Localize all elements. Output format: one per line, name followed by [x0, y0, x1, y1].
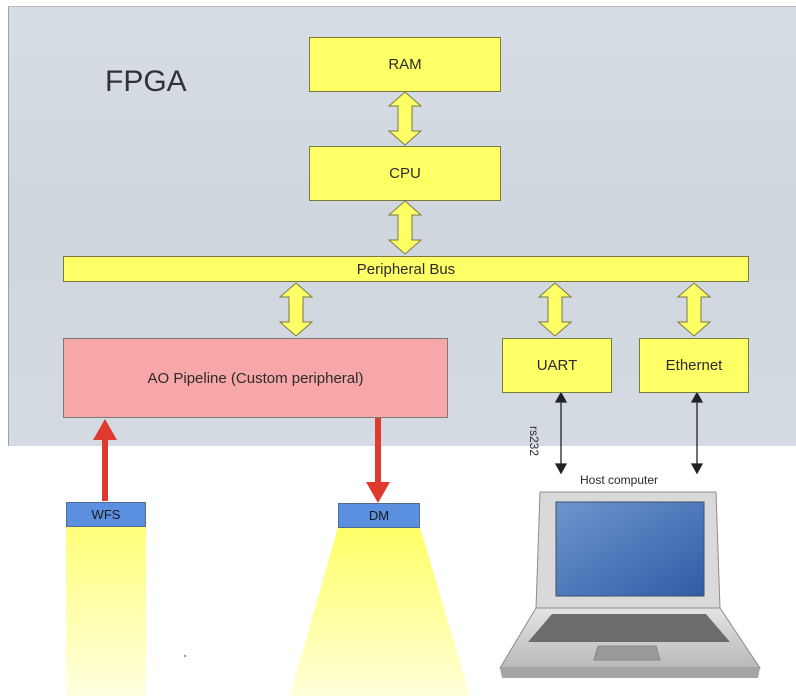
host-computer-label: Host computer [580, 473, 659, 487]
peripheral-bus: Peripheral Bus [63, 256, 749, 282]
wfs-sensor: WFS [66, 502, 146, 527]
ethernet-block: Ethernet [639, 338, 749, 393]
wfs-to-pipeline-arrow [93, 419, 117, 501]
ethernet-host-link [690, 391, 704, 475]
dm-mirror: DM [338, 503, 420, 528]
cpu-bus-arrow [387, 200, 423, 255]
pipeline-to-dm-arrow [366, 418, 390, 503]
bus-pipeline-arrow [278, 282, 314, 337]
wfs-light-beam [66, 527, 146, 696]
stray-mark [183, 654, 187, 658]
ao-pipeline-block: AO Pipeline (Custom peripheral) [63, 338, 448, 418]
cpu-block: CPU [309, 146, 501, 201]
rs232-label: rs232 [527, 426, 541, 457]
ram-cpu-arrow [387, 91, 423, 146]
bus-ethernet-arrow [676, 282, 712, 337]
fpga-title: FPGA [105, 65, 187, 98]
laptop-icon [499, 491, 761, 678]
uart-host-link [554, 391, 568, 475]
dm-light-beam [290, 527, 470, 696]
ram-block: RAM [309, 37, 501, 92]
uart-block: UART [502, 338, 612, 393]
bus-uart-arrow [537, 282, 573, 337]
